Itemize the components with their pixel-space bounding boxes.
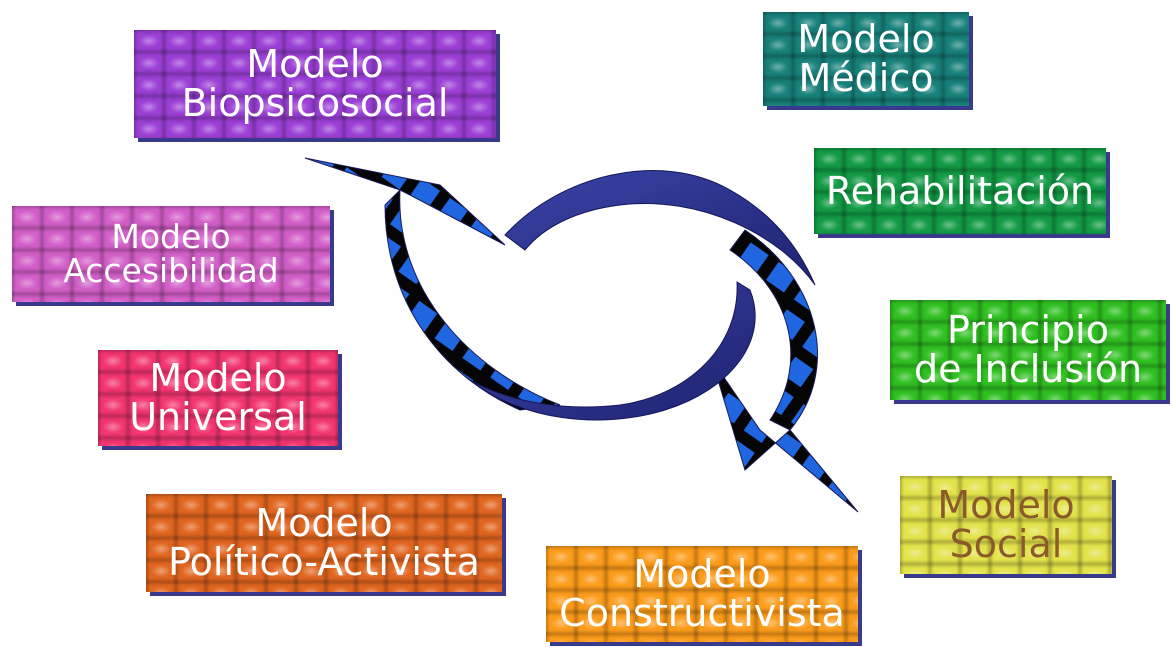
box-line: Universal — [129, 395, 307, 439]
box-line: Modelo — [633, 552, 771, 597]
arrow-top-band — [504, 170, 816, 286]
box-line: Modelo — [797, 17, 935, 62]
box-line: Modelo — [255, 501, 393, 546]
box-line: Político-Activista — [168, 540, 480, 584]
box-modelo-universal: Modelo Universal — [98, 350, 338, 446]
arrow-bottom-band — [469, 281, 756, 421]
box-line: Biopsicosocial — [181, 81, 449, 125]
box-line: Modelo — [246, 42, 384, 87]
box-line: Social — [949, 522, 1063, 566]
box-line: de Inclusión — [913, 347, 1143, 391]
box-line: Modelo — [937, 483, 1075, 528]
arrow-left — [384, 188, 561, 411]
box-modelo-medico: Modelo Médico — [763, 12, 969, 106]
box-line: Rehabilitación — [825, 168, 1095, 213]
box-line: Médico — [798, 56, 934, 100]
box-modelo-biopsicosocial: Modelo Biopsicosocial — [134, 30, 496, 138]
box-modelo-politico-activista: Modelo Político-Activista — [146, 494, 502, 592]
box-modelo-social: Modelo Social — [900, 476, 1112, 574]
box-line: Constructivista — [559, 591, 845, 635]
box-line: Modelo — [111, 217, 231, 257]
box-modelo-constructivista: Modelo Constructivista — [546, 546, 858, 642]
box-line: Modelo — [149, 356, 287, 401]
box-line: Principio — [947, 308, 1109, 353]
box-principio-inclusion: Principio de Inclusión — [890, 300, 1166, 400]
box-rehabilitacion: Rehabilitación — [814, 148, 1106, 234]
arrow-left-head — [304, 157, 506, 246]
box-modelo-accesibilidad: Modelo Accesibilidad — [12, 206, 330, 302]
box-line: Accesibilidad — [63, 251, 279, 290]
arrow-right-head — [711, 359, 859, 513]
